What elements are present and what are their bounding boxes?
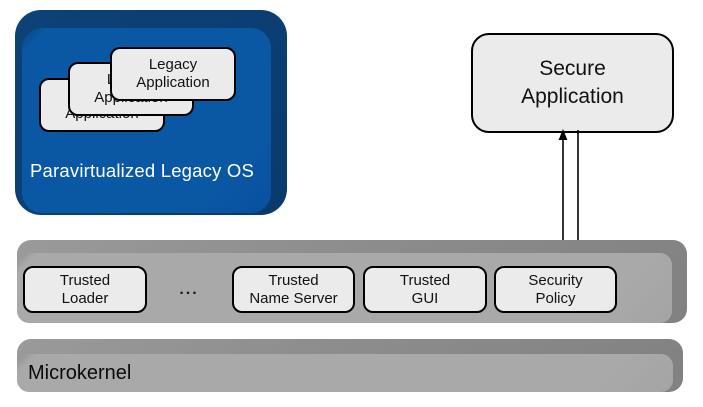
service-label-line: Name Server xyxy=(249,289,338,307)
microkernel-label: Microkernel xyxy=(28,361,132,384)
trusted-gui-box: Trusted GUI xyxy=(363,266,487,313)
microkernel-bar-face xyxy=(17,354,673,392)
trusted-services-bar: Trusted Loader ... Trusted Name Server T… xyxy=(17,240,687,323)
service-label-line: Trusted xyxy=(268,271,319,289)
service-label-line: Policy xyxy=(535,289,576,307)
secure-application-box: Secure Application xyxy=(471,33,674,133)
service-label-line: GUI xyxy=(411,289,439,307)
service-label-line: Trusted xyxy=(399,271,451,289)
service-label-line: Security xyxy=(528,271,583,289)
trusted-name-server-box: Trusted Name Server xyxy=(232,266,355,313)
trusted-loader-box: Trusted Loader xyxy=(23,266,147,313)
microkernel-bar: Microkernel xyxy=(17,339,683,392)
legacy-os-label: Paravirtualized Legacy OS xyxy=(30,160,255,181)
secure-application-label-line: Secure xyxy=(539,57,606,80)
service-label-line: Loader xyxy=(61,289,109,307)
paravirtualized-legacy-os-box: Legacy Application Legacy Application Le… xyxy=(15,10,287,215)
service-label-line: Trusted xyxy=(59,271,111,289)
secure-application-label-line: Application xyxy=(521,85,624,108)
card-label-line: Application xyxy=(136,74,210,91)
security-policy-box: Security Policy xyxy=(494,266,617,313)
card-label-line: Legacy xyxy=(148,56,198,73)
legacy-application-card: Legacy Application xyxy=(110,47,236,101)
ellipsis: ... xyxy=(179,280,199,298)
